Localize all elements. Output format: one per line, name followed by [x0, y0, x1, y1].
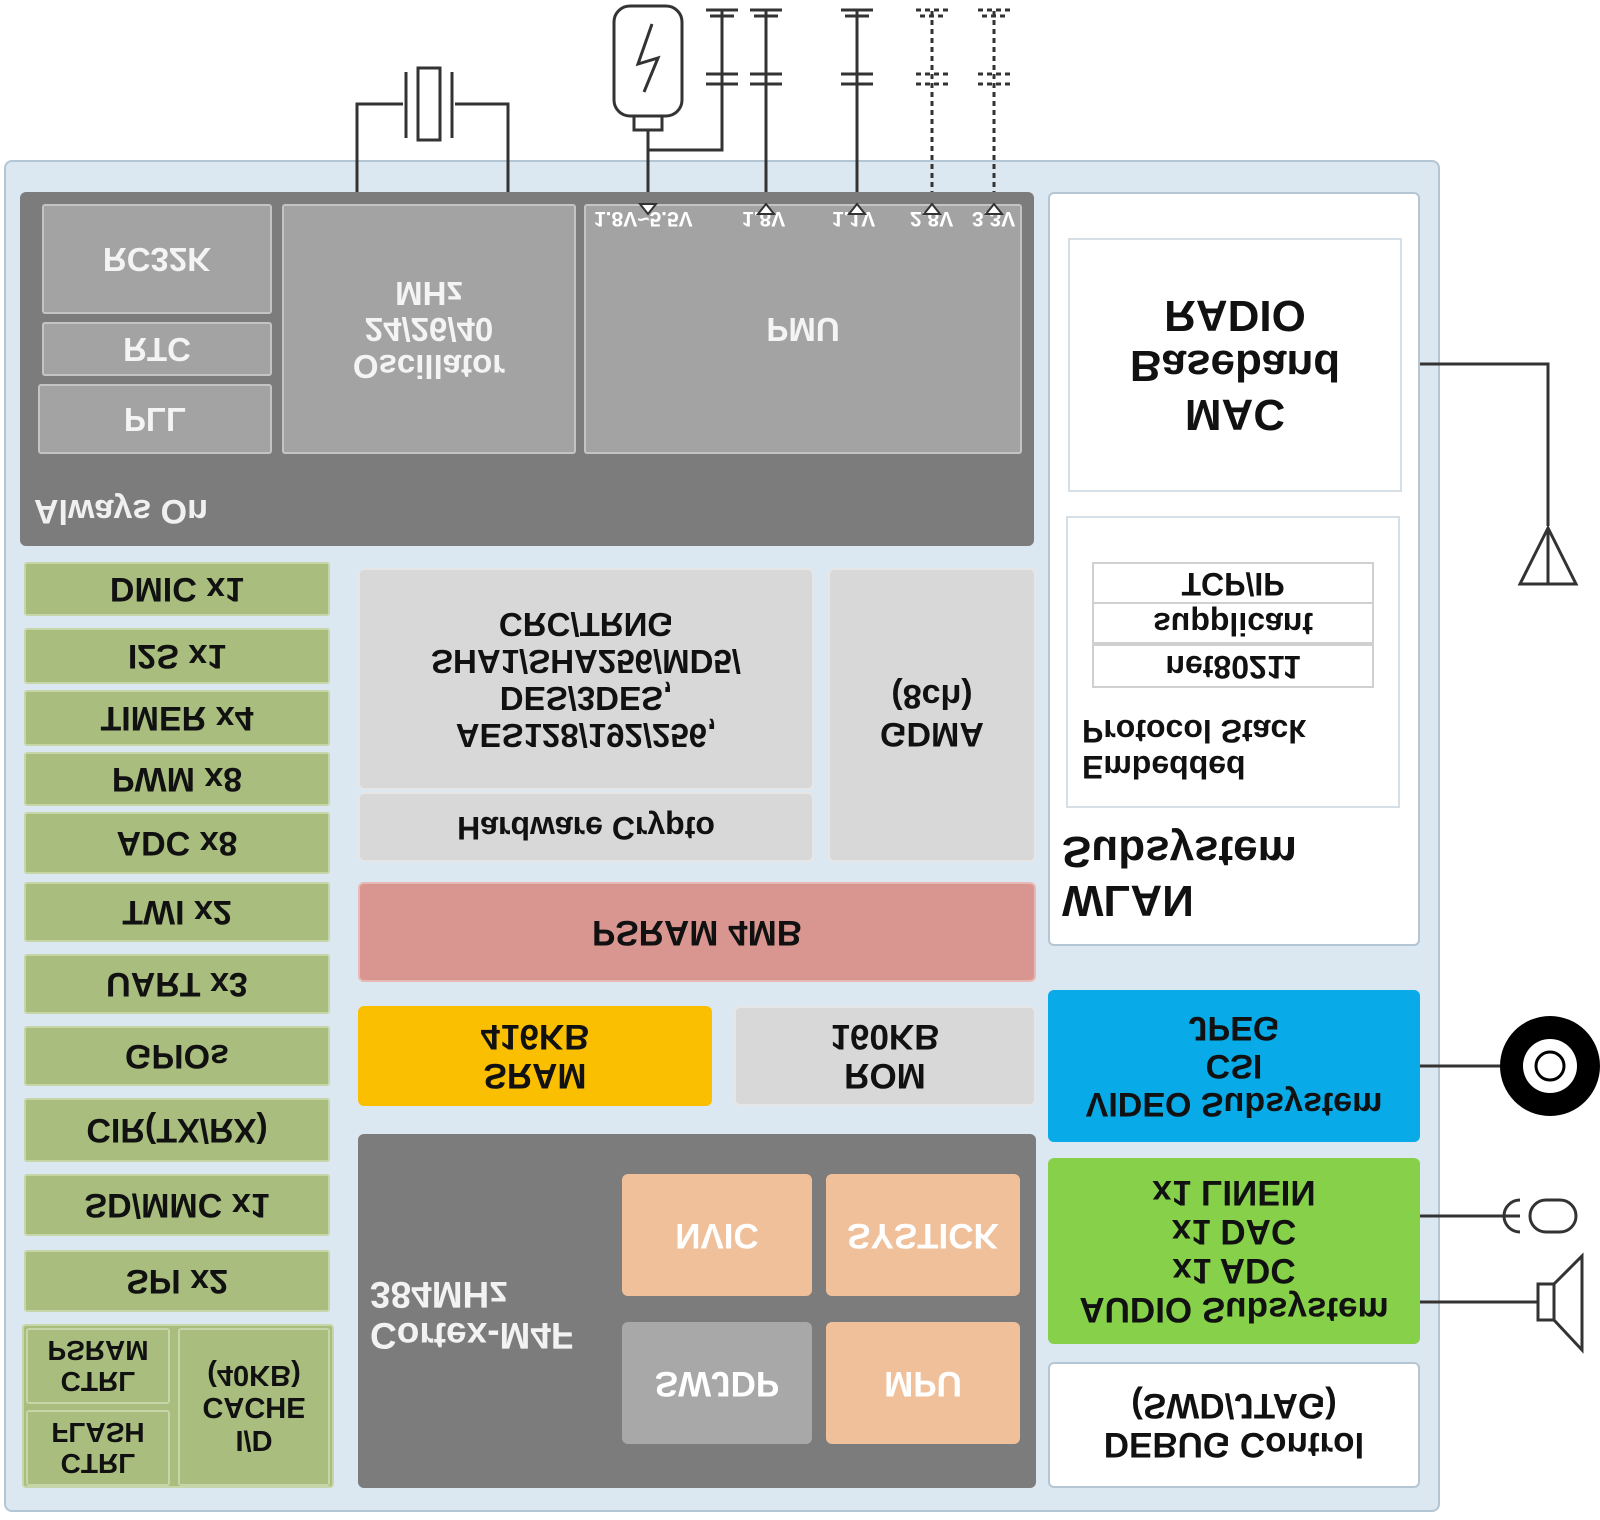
wlan-title-line-2: WLAN [1062, 876, 1194, 926]
systick-block: SYSTICK [826, 1174, 1020, 1296]
sram-block: SRAM 416KB [358, 1006, 712, 1106]
speaker-icon [1420, 1252, 1584, 1354]
rom-line-1: 160KB [830, 1017, 940, 1056]
radio-line-3: MAC [1184, 389, 1286, 439]
power-source-icon [612, 4, 724, 205]
protocol-stack-line-1: Protocol Stack [1082, 713, 1307, 749]
rom-line-2: ROM [844, 1056, 926, 1096]
crypto-line-4: AES128/192/256, [455, 716, 717, 754]
oscillator-line-2: 24/26/40 [364, 311, 494, 349]
cache-line-2: CACHE [202, 1391, 306, 1424]
debug-line-1: (SWD/JTAG) [1131, 1386, 1337, 1425]
psram-ctrl-line-2: CTRL [60, 1366, 136, 1398]
video-line-1: JPEG [1188, 1008, 1280, 1047]
sram-line-2: SRAM [483, 1056, 587, 1096]
oscillator-line-1: MHz [395, 274, 463, 312]
flash-ctrl-line-1: FLASH [51, 1417, 145, 1448]
pmu-block: PMU [584, 204, 1022, 454]
rtc-block: RTC [42, 322, 272, 376]
psram-ctrl-block: CTRL PSRAM [26, 1328, 170, 1404]
periph-twi: TWI x2 [24, 882, 330, 942]
audio-subsystem: AUDIO Subsystem x1 ADC x1 DAC x1 LINEIN [1048, 1158, 1420, 1344]
audio-line-4: AUDIO Subsystem [1079, 1290, 1389, 1330]
camera-icon [1420, 1016, 1600, 1116]
debug-line-2: DEBUG Control [1103, 1425, 1365, 1465]
flash-ctrl-block: CTRL FLASH [26, 1410, 170, 1486]
radio-block: MAC Baseband RADIO [1068, 238, 1402, 492]
cache-line-3: I/D [235, 1423, 273, 1456]
pll-block: PLL [38, 384, 272, 454]
capacitor-icons [706, 8, 1010, 205]
crypto-line-2: SHA1/SHA256/MD5/ [431, 643, 741, 680]
gdma-block: GDMA (8ch) [828, 568, 1036, 862]
stack-layer-supplicant: supplicant [1092, 602, 1374, 644]
audio-line-3: x1 ADC [1172, 1251, 1296, 1291]
gdma-line-2: GDMA [880, 715, 984, 754]
wlan-title: WLAN Subsystem [1062, 818, 1362, 934]
protocol-stack-line-2: Embedded [1082, 748, 1246, 785]
cpu-label-line-2: Cortex-M4F [370, 1315, 574, 1357]
crypto-label: Hardware Crypto [358, 792, 814, 862]
crystal-icon [355, 66, 510, 200]
mpu-block: MPU [826, 1322, 1020, 1444]
microphone-icon [1420, 1198, 1578, 1234]
periph-cir: CIR(TX/RX) [24, 1098, 330, 1162]
periph-adc: ADC x8 [24, 812, 330, 874]
oscillator-block: Oscillator 24/26/40 MHz [282, 204, 576, 454]
cache-block: I/D CACHE (40KB) [178, 1328, 330, 1486]
periph-spi: SPI x2 [24, 1250, 330, 1312]
video-line-2: CSI [1205, 1047, 1263, 1086]
flash-ctrl-line-2: CTRL [60, 1448, 136, 1480]
cpu-label-line-1: 384MHz [370, 1274, 508, 1315]
audio-line-2: x1 DAC [1171, 1212, 1297, 1251]
protocol-stack-label: Embedded Protocol Stack [1082, 700, 1382, 796]
radio-line-1: RADIO [1164, 291, 1306, 341]
stack-layer-tcpip: TCP/IP [1092, 562, 1374, 604]
oscillator-line-3: Oscillator [352, 348, 506, 386]
periph-sdmmc: SD/MMC x1 [24, 1174, 330, 1236]
swjdp-block: SWJDP [622, 1322, 812, 1444]
nvic-block: NVIC [622, 1174, 812, 1296]
antenna-icon [1402, 362, 1579, 586]
crypto-line-1: CRC/TRNG [498, 606, 674, 644]
debug-control: DEBUG Control (SWD/JTAG) [1048, 1362, 1420, 1488]
protocol-stack-block [1066, 516, 1400, 808]
sram-line-1: 416KB [480, 1017, 590, 1056]
cpu-label: Cortex-M4F 384MHz [370, 1260, 620, 1370]
audio-line-1: x1 LINEIN [1152, 1172, 1316, 1212]
periph-timer: TIMER x4 [24, 690, 330, 746]
stack-layer-net80211: net80211 [1092, 644, 1374, 688]
periph-uart: UART x3 [24, 954, 330, 1014]
wlan-title-line-1: Subsystem [1062, 827, 1297, 876]
psram-ctrl-line-1: PSRAM [47, 1335, 149, 1366]
periph-i2s: I2S x1 [24, 628, 330, 684]
pmu-pin-markers [637, 202, 1005, 216]
periph-gpios: GPIOs [24, 1026, 330, 1086]
radio-line-2: Baseband [1129, 340, 1341, 390]
crypto-lines: AES128/192/256, DES/3DES, SHA1/SHA256/MD… [358, 568, 814, 790]
crypto-line-3: DES/3DES, [499, 679, 673, 717]
video-line-3: VIDEO Subsystem [1085, 1085, 1383, 1124]
rom-block: ROM 160KB [734, 1006, 1036, 1106]
periph-pwm: PWM x8 [24, 752, 330, 806]
periph-dmic: DMIC x1 [24, 562, 330, 616]
cache-line-1: (40KB) [207, 1358, 301, 1391]
video-subsystem: VIDEO Subsystem CSI JPEG [1048, 990, 1420, 1142]
always-on-label: Always On [34, 492, 208, 531]
psram-block: PSRAM 4MB [358, 882, 1036, 982]
gdma-line-1: (8ch) [891, 677, 973, 715]
